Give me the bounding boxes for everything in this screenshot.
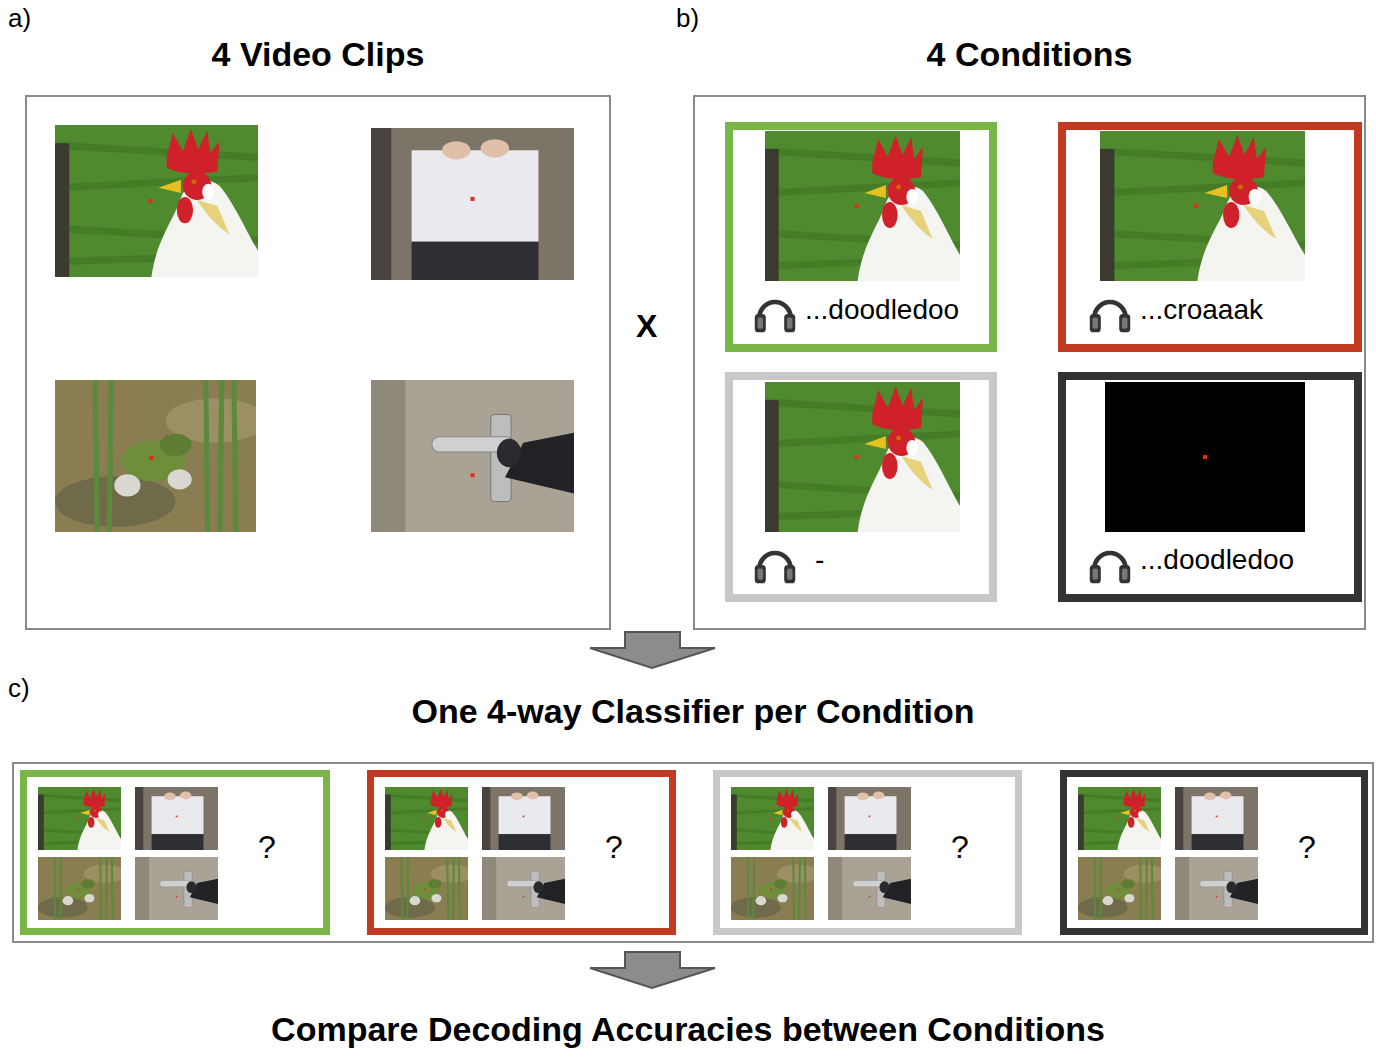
thumbnail-grid	[1078, 787, 1258, 920]
condition-sound: ...doodledoo	[805, 294, 959, 326]
conclusion-text: Compare Decoding Accuracies between Cond…	[0, 1010, 1376, 1049]
panel-box: 4 Conditions...doodledoo...croaaak-...do…	[693, 95, 1366, 630]
classifier-box: ?	[713, 770, 1022, 935]
headphones-icon	[755, 302, 795, 332]
panel-box: 4 Video Clips	[25, 95, 611, 630]
question-mark: ?	[1298, 829, 1316, 866]
question-mark: ?	[605, 829, 623, 866]
thumbnail-grid	[731, 787, 911, 920]
condition-box: ...croaaak	[1058, 122, 1362, 352]
panel-heading: One 4-way Classifier per Condition	[14, 692, 1372, 731]
question-mark: ?	[258, 829, 276, 866]
panel-letter: a)	[8, 4, 31, 34]
paper-clip	[371, 128, 574, 280]
condition-box: ...doodledoo	[1058, 372, 1362, 602]
rooster-clip	[765, 382, 960, 532]
panel-box: One 4-way Classifier per Condition????	[12, 762, 1374, 943]
headphones-icon	[1090, 553, 1130, 583]
condition-box: -	[725, 372, 997, 602]
panel-heading: 4 Conditions	[695, 35, 1364, 74]
thumbnail-grid	[385, 787, 565, 920]
thumbnail-grid	[38, 787, 218, 920]
headphones-icon	[755, 553, 795, 583]
question-mark: ?	[951, 829, 969, 866]
condition-sound: -	[815, 544, 824, 576]
operator-symbol: X	[636, 308, 657, 345]
rooster-clip	[765, 131, 960, 281]
panel-heading: 4 Video Clips	[27, 35, 609, 74]
condition-sound: ...croaaak	[1140, 294, 1263, 326]
block-arrow	[590, 632, 715, 668]
headphones-icon	[1090, 302, 1130, 332]
rooster-clip	[1100, 131, 1305, 281]
classifier-box: ?	[20, 770, 330, 935]
door-clip	[371, 380, 574, 532]
black-screen	[1105, 382, 1305, 532]
block-arrow	[590, 952, 715, 988]
panel-letter: b)	[676, 4, 699, 34]
classifier-box: ?	[367, 770, 676, 935]
condition-sound: ...doodledoo	[1140, 544, 1294, 576]
classifier-box: ?	[1060, 770, 1368, 935]
frog-clip	[55, 380, 266, 532]
panel-letter: c)	[8, 674, 30, 704]
rooster-clip	[55, 125, 258, 277]
condition-box: ...doodledoo	[725, 122, 997, 352]
